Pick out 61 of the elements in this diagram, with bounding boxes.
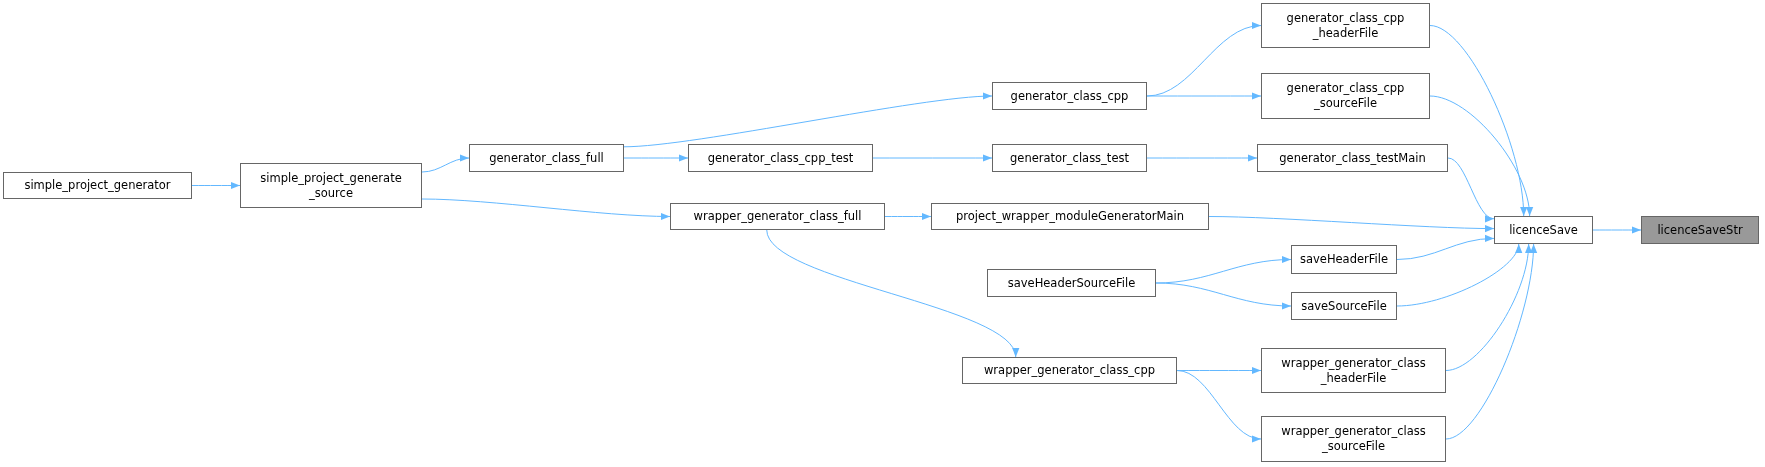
function-name: saveHeaderFile <box>1299 252 1388 267</box>
function-name: wrapper_generator_class_full <box>693 209 862 224</box>
function-box <box>1261 3 1430 48</box>
arrow <box>1429 95 1533 217</box>
arrow <box>1445 243 1532 371</box>
function-name: generator_class_testMain <box>1279 150 1426 166</box>
arrow <box>1208 216 1495 233</box>
function-box <box>670 203 885 230</box>
function-name: wrapper_generator_class_headerFile <box>1281 355 1426 386</box>
function-name: wrapper_generator_class_cpp <box>983 363 1156 378</box>
arrow <box>1447 157 1495 220</box>
arrow <box>1155 282 1292 310</box>
function-name: generator_class_cpp_headerFile <box>1286 10 1405 41</box>
arrow <box>191 181 241 190</box>
function-box <box>992 144 1147 172</box>
arrow <box>1146 92 1262 100</box>
function-name: licenceSaveStr <box>1657 222 1743 238</box>
arrow <box>1155 256 1292 284</box>
function-box <box>3 172 192 199</box>
function-name: simple_project_generator <box>24 178 171 193</box>
function-name: simple_project_generate_source <box>260 170 402 201</box>
function-name: generator_class_cpp_test <box>707 150 854 166</box>
arrow <box>1445 243 1537 440</box>
arrow <box>1146 154 1258 162</box>
function-name: wrapper_generator_class_sourceFile <box>1281 424 1426 454</box>
function-name: generator_class_full <box>489 150 604 166</box>
function-box <box>1494 216 1593 244</box>
arrow <box>623 92 993 148</box>
arrow <box>766 229 1017 358</box>
arrow <box>623 154 689 162</box>
arrow <box>1396 235 1495 260</box>
arrow <box>1176 370 1262 442</box>
function-box <box>992 82 1147 110</box>
arrow <box>421 154 470 173</box>
function-box <box>987 269 1156 297</box>
function-name: generator_class_cpp_sourceFile <box>1286 81 1405 111</box>
function-box <box>1261 416 1446 462</box>
function-box <box>240 163 422 208</box>
arrow <box>872 154 993 162</box>
arrow <box>1146 23 1262 97</box>
function-box <box>1291 245 1397 274</box>
function-name: generator_class_test <box>1010 150 1129 166</box>
function-name: saveHeaderSourceFile <box>1007 275 1136 291</box>
arrow <box>1396 243 1521 307</box>
function-box <box>469 144 624 172</box>
arrow <box>884 212 932 221</box>
function-box <box>1641 216 1759 244</box>
function-box <box>1261 73 1430 119</box>
function-name: project_wrapper_moduleGeneratorMain <box>956 209 1184 224</box>
function-name: saveSourceFile <box>1301 298 1387 314</box>
function-name: licenceSave <box>1509 222 1578 238</box>
function-box <box>1257 144 1448 172</box>
function-box <box>688 144 873 172</box>
arrow <box>421 198 671 220</box>
arrow <box>1592 226 1642 234</box>
function-box <box>1261 348 1446 393</box>
function-box <box>962 357 1177 384</box>
function-name: generator_class_cpp <box>1010 88 1129 104</box>
function-box <box>931 203 1209 230</box>
function-box <box>1291 292 1397 320</box>
arrow <box>1429 25 1527 217</box>
